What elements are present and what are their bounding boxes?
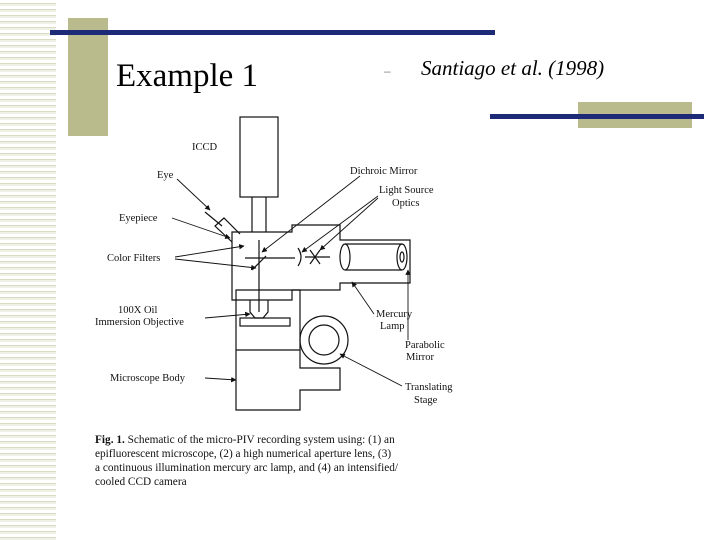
navy-rule-top: [50, 30, 495, 35]
label-dichroic-mirror: Dichroic Mirror: [350, 166, 418, 177]
caption-line-1-text: Schematic of the micro-PIV recording sys…: [124, 434, 395, 446]
label-iccd: ICCD: [192, 142, 218, 153]
label-color-filters: Color Filters: [107, 253, 160, 264]
figure-caption: Fig. 1. Schematic of the micro-PIV recor…: [95, 433, 485, 489]
iccd-camera: [239, 116, 279, 198]
label-mercury-1: Mercury: [376, 309, 413, 320]
navy-rule-right: [490, 114, 704, 119]
lamp-housing: [345, 243, 402, 271]
bullet-dash: –: [384, 64, 391, 78]
label-light-source: Light Source: [379, 185, 434, 196]
stage-plate: [239, 317, 291, 327]
caption-line-1: Fig. 1. Schematic of the micro-PIV recor…: [95, 433, 485, 447]
olive-block-top: [68, 18, 108, 136]
label-objective-1: 100X Oil: [118, 305, 157, 316]
label-microscope-body: Microscope Body: [110, 373, 186, 384]
slide-title: Example 1: [116, 58, 259, 94]
striped-margin-overlay: [0, 0, 56, 540]
caption-line-3: a continuous illumination mercury arc la…: [95, 462, 399, 474]
caption-line-2: epifluorescent microscope, (2) a high nu…: [95, 448, 392, 460]
label-optics: Optics: [392, 198, 419, 209]
label-objective-2: Immersion Objective: [95, 317, 184, 328]
translating-stage-knob: [299, 315, 349, 365]
label-eyepiece: Eyepiece: [119, 213, 158, 224]
label-parabolic-1: Parabolic: [405, 340, 445, 351]
label-mercury-2: Lamp: [380, 321, 405, 332]
label-translating-2: Stage: [414, 395, 438, 406]
caption-line-4: cooled CCD camera: [95, 476, 187, 488]
label-eye: Eye: [157, 170, 174, 181]
eyepiece-tube: [214, 217, 241, 243]
label-parabolic-2: Mirror: [406, 352, 434, 363]
microscope-body: [235, 289, 341, 411]
label-translating-1: Translating: [405, 382, 453, 393]
citation: Santiago et al. (1998): [421, 56, 605, 80]
microscope-head: [231, 224, 411, 301]
caption-lead: Fig. 1.: [95, 434, 125, 446]
